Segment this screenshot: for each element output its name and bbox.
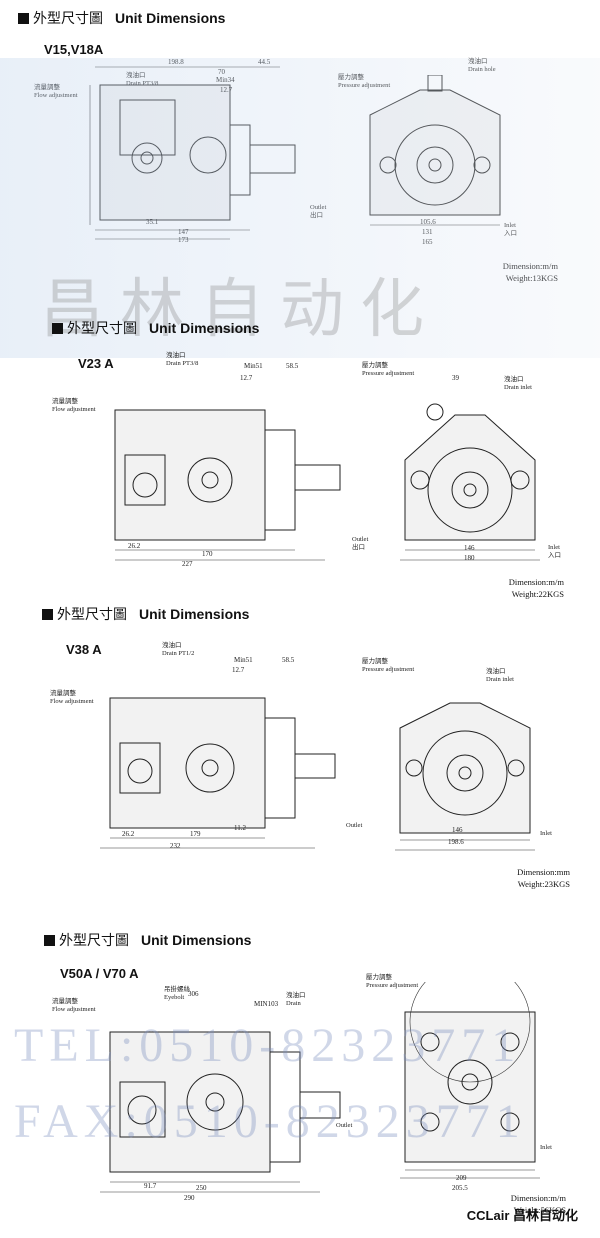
dim-232: 232	[170, 842, 181, 850]
bullet-square-icon	[18, 13, 29, 24]
dim-91-7: 91.7	[144, 1182, 157, 1190]
dim-min34: Min34	[216, 76, 235, 84]
dim-146: 146	[452, 826, 463, 834]
dim-131: 131	[422, 228, 433, 236]
dim-58-5: 58.5	[282, 656, 295, 664]
dim-12-7: 12.7	[240, 374, 253, 382]
model-name: V15,V18A	[44, 42, 104, 57]
side-view-drawing	[100, 1031, 341, 1193]
brand-footer: CCLair 昌林自动化	[466, 1208, 578, 1223]
bullet-square-icon	[52, 323, 63, 334]
dim-58-5: 58.5	[286, 362, 299, 370]
dim-min51: Min51	[234, 656, 253, 664]
bullet-square-icon	[42, 609, 53, 620]
outlet-label: Outlet	[336, 1122, 353, 1129]
dim-227: 227	[182, 560, 193, 568]
dim-290: 290	[184, 1194, 195, 1202]
bullet-square-icon	[44, 935, 55, 946]
dim-170: 170	[202, 550, 213, 558]
dim-39: 39	[452, 374, 459, 382]
dim-147: 147	[178, 228, 189, 236]
dim-35-1: 35.1	[146, 218, 159, 226]
dim-165: 165	[422, 238, 433, 246]
front-view-drawing	[400, 982, 540, 1179]
dim-44-5: 44.5	[258, 58, 271, 66]
dim-min103: MIN103	[254, 1000, 279, 1008]
dim-min51: Min51	[244, 362, 263, 370]
dim-26-2: 26.2	[128, 542, 141, 550]
dim-198-6: 198.6	[448, 838, 464, 846]
model-name: V38 A	[66, 642, 102, 657]
dim-12-7: 12.7	[232, 666, 245, 674]
dim-250: 250	[196, 1184, 207, 1192]
inlet-label: Inlet	[540, 1144, 552, 1151]
outlet-label: Outlet	[346, 822, 363, 829]
watermark-fax: FAX:0510-82323771	[14, 1095, 526, 1148]
model-name: V23 A	[78, 356, 114, 371]
model-name: V50A / V70 A	[60, 966, 139, 981]
dim-306: 306	[188, 990, 199, 998]
side-view-drawing	[100, 697, 336, 849]
dim-105-6: 105.6	[420, 218, 436, 226]
dim-179: 179	[190, 830, 201, 838]
dim-198-8: 198.8	[168, 58, 184, 66]
dim-146: 146	[464, 544, 475, 552]
dim-173: 173	[178, 236, 189, 244]
side-view-drawing	[89, 66, 296, 240]
inlet-label: Inlet	[540, 830, 552, 837]
dim-12-7: 12.7	[220, 86, 233, 94]
front-view-drawing	[369, 75, 501, 226]
front-view-drawing	[400, 403, 540, 561]
watermark-tel: TEL:0510-82323771	[14, 1019, 522, 1072]
front-view-drawing	[395, 702, 535, 851]
dim-26-2: 26.2	[122, 830, 135, 838]
dim-205-5: 205.5	[452, 1184, 468, 1192]
dim-180: 180	[464, 554, 475, 562]
dim-70: 70	[218, 68, 225, 76]
side-view-drawing	[114, 409, 341, 561]
dim-209: 209	[456, 1174, 467, 1182]
dim-11-2: 11.2	[234, 824, 246, 832]
